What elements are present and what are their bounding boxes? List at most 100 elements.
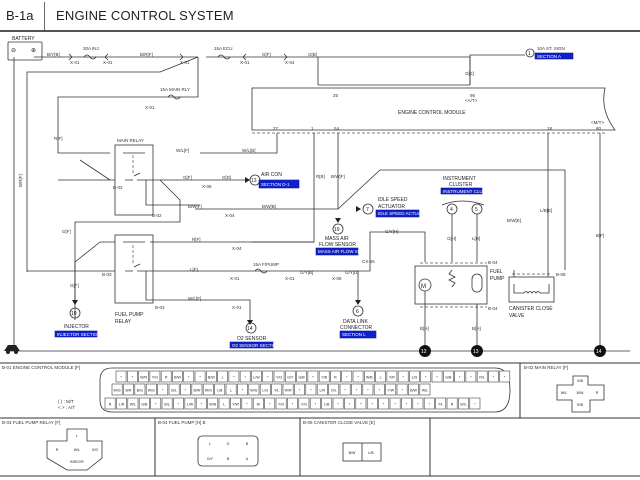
section-link-text[interactable]: SECTION L — [342, 332, 366, 337]
fuse-label: 15A ECU — [214, 46, 233, 51]
connector-pin — [168, 383, 180, 396]
connector-label: X-04 — [285, 60, 295, 65]
ref-name: IDLE SPEED — [378, 197, 408, 203]
connector-pin — [458, 397, 469, 410]
connector-pin — [157, 383, 169, 396]
section-link-text[interactable]: SECTION D-1 — [261, 182, 290, 187]
connector-pin-label: L — [380, 376, 382, 380]
section-link-dlc[interactable]: SECTION L — [339, 330, 377, 339]
pin-label: 1 — [311, 126, 314, 131]
ref-number: 19 — [334, 227, 340, 233]
ref-name: DATA LINK — [343, 319, 368, 325]
section-link-text[interactable]: INSTRUMENT CLUSTER — [443, 189, 495, 194]
connector-label: X-01 — [145, 105, 155, 110]
section-link-maf-sensor[interactable]: MASS AIR FLOW SENSOR — [315, 247, 375, 256]
connector-pin — [397, 370, 409, 383]
connector-pin-label: W/B — [366, 376, 373, 380]
ref-circle-14 — [245, 322, 257, 334]
section-link-text[interactable]: IDLE SPEED ACTUATOR — [378, 211, 431, 216]
section-link-text[interactable]: INJECTOR SECTION — [57, 332, 101, 337]
connector-pin — [145, 383, 157, 396]
connector-pin — [111, 383, 123, 396]
connector-pin — [318, 370, 330, 383]
connector-pin — [184, 397, 196, 410]
connector-pin-label: * — [246, 403, 248, 407]
connector-pin-label: * — [504, 376, 506, 380]
connector-pin — [373, 383, 385, 396]
connector-pin — [282, 383, 294, 396]
connector-pin-label: W/B — [209, 403, 216, 407]
connector-pin-label: * — [417, 403, 419, 407]
connector-pin-label: * — [185, 389, 187, 393]
connector-pin — [355, 397, 367, 410]
connector-pin — [275, 397, 287, 410]
pin-label: L/B — [368, 451, 374, 455]
connector-pin — [339, 383, 351, 396]
connector-label: B-04 — [488, 260, 498, 265]
connector-pin — [431, 370, 443, 383]
connector-pin — [305, 383, 317, 396]
pin-label: G — [227, 442, 230, 446]
connector-pin-label: * — [372, 403, 374, 407]
section-link-text[interactable]: O2 SENSOR SECTION — [232, 343, 280, 348]
connector-pin — [207, 397, 219, 410]
connector-label: B-03 — [155, 305, 165, 310]
ref-name: 10A ST. SIGN — [537, 46, 565, 51]
pin-label: R — [596, 391, 599, 395]
legend-text: < > : A/T — [58, 405, 75, 410]
pin-label: 25 — [333, 93, 339, 98]
section-link-ignition[interactable]: SECTION A — [534, 52, 574, 60]
wire-label: B/W[F] — [188, 204, 202, 209]
pin-label: G/Y — [207, 457, 214, 461]
section-link-o2-sensor[interactable]: O2 SENSOR SECTION — [229, 341, 280, 349]
connector-pin-label: * — [406, 403, 408, 407]
connector-pin-label: Y/G — [152, 376, 158, 380]
connector-pin — [499, 370, 511, 383]
connector-pin-label: L/G — [412, 376, 418, 380]
connector-pin — [116, 397, 127, 410]
connector-pin — [363, 370, 375, 383]
connector-pin-label: O/L — [331, 389, 337, 393]
connector-pin — [172, 370, 183, 383]
wire-label: W/L[F] — [188, 296, 201, 301]
connector-pin — [134, 383, 146, 396]
connector-pin-label: * — [299, 389, 301, 393]
connector-pin-label: W/R — [285, 389, 292, 393]
connector-pin — [454, 370, 465, 383]
section-link-idle-speed[interactable]: IDLE SPEED ACTUATOR — [375, 209, 431, 218]
wire-label: R[F] — [192, 237, 201, 242]
section-link-instrument-cluster[interactable]: INSTRUMENT CLUSTER — [440, 187, 495, 195]
fuse-30a-inj: 30A INJ — [83, 46, 99, 60]
wire-label: G/Y[H] — [385, 229, 399, 234]
component-label: RELAY — [115, 319, 132, 325]
pin-label: 95 — [470, 93, 476, 98]
section-link-text[interactable]: SECTION A — [537, 54, 561, 59]
connector-pin-label: * — [201, 403, 203, 407]
connector-pin — [161, 397, 173, 410]
connector-label: X-01 — [232, 305, 242, 310]
wire-label: L[H] — [472, 236, 480, 241]
connector-pin-label: W — [257, 403, 261, 407]
section-link-injector[interactable]: INJECTOR SECTION — [54, 330, 101, 338]
connector-pin-label: * — [429, 403, 431, 407]
connector-label: X-01 — [240, 60, 250, 65]
connector-pin — [375, 370, 386, 383]
connector-pin — [409, 370, 420, 383]
connector-panel-b01: B-01 ENGINE CONTROL MODULE [F] ( ) : M/T… — [2, 365, 511, 413]
section-link-air-con[interactable]: SECTION D-1 — [258, 179, 300, 189]
connector-pin — [401, 397, 412, 410]
connector-pin-label: L/B — [217, 389, 223, 393]
pin-label: B/W — [577, 391, 584, 395]
connector-pin-label: B/W — [194, 389, 201, 393]
panel-title: B-01 ENGINE CONTROL MODULE [F] — [2, 365, 80, 370]
connector-pin-label: * — [242, 389, 244, 393]
pin-label: 27 — [273, 126, 279, 131]
wire-label: G[D] — [222, 175, 231, 180]
fuel-pump: M FUEL PUMP B-04 B-04 — [414, 260, 505, 350]
battery-pos-icon: ⊕ — [31, 48, 36, 54]
connector-pin — [202, 383, 214, 396]
component-label: VALVE — [509, 313, 525, 319]
canister-close-valve: CANISTER CLOSE VALVE B-05 — [508, 270, 566, 319]
connector-pin-label: * — [269, 403, 271, 407]
section-link-text[interactable]: MASS AIR FLOW SENSOR — [318, 249, 375, 254]
